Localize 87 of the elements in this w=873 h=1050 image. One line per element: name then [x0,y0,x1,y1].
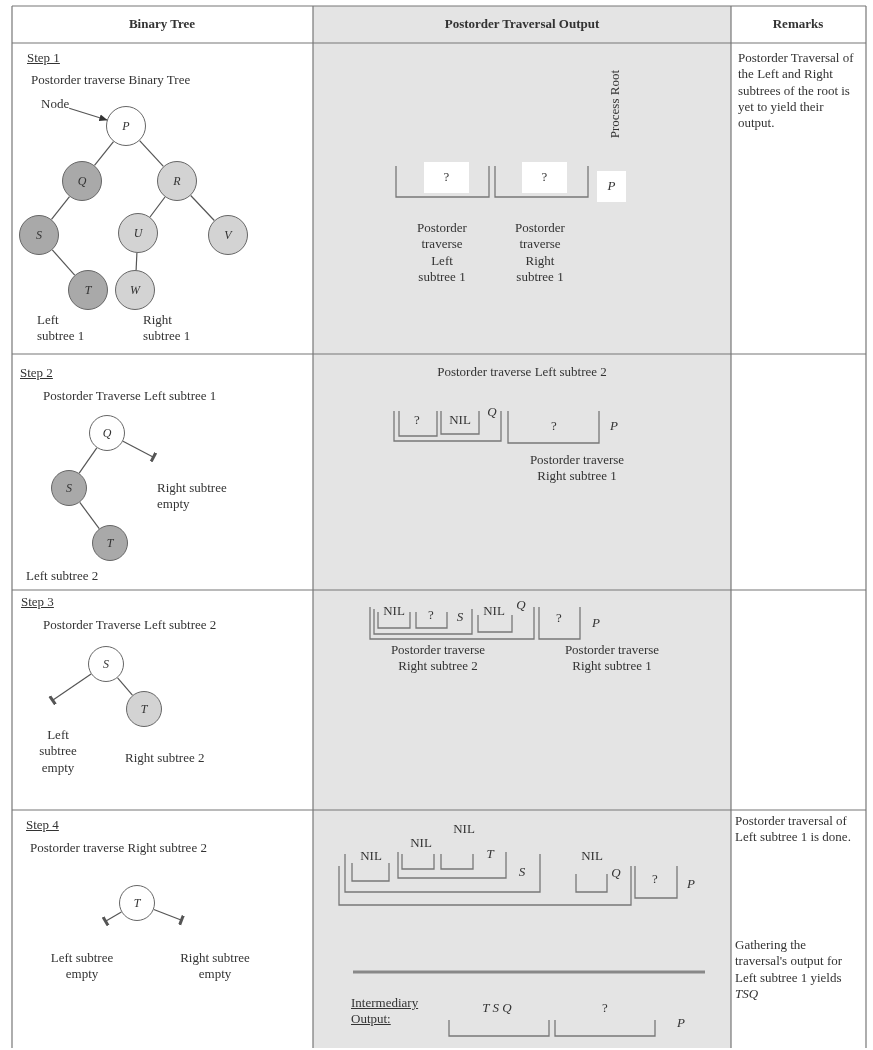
tree-node: R [157,161,197,201]
tree-node: T [92,525,128,561]
tree-node: T [119,885,155,921]
traversal-caption: Postorder traverse Right subtree 1 [563,642,661,675]
subtree-caption: Left subtree 1 [37,312,86,345]
tree-node: S [19,215,59,255]
tree-edge [149,196,166,218]
tree-edge [139,140,164,167]
tree-node: W [115,270,155,310]
column-header: Postorder Traversal Output [443,16,601,33]
traversal-caption: Postorder traverse Left subtree 2 [437,364,607,381]
node-letter: T [486,846,494,863]
tree-node: Q [89,415,125,451]
column-header: Remarks [771,16,825,33]
placeholder-mark: ? [556,610,562,627]
tree-edge [50,196,71,220]
tree-edge [51,249,76,276]
node-letter: P [610,418,618,435]
node-letter: P [597,171,626,202]
step-description: Postorder Traverse Left subtree 1 [43,388,217,405]
tree-edge [117,677,133,696]
tree-node: Q [62,161,102,201]
tree-edge [79,501,100,530]
placeholder-mark: ? [652,871,658,888]
node-letter: P [677,1015,685,1032]
remark-text: Postorder traversal of Left subtree 1 is done. [735,813,852,846]
subtree-caption: Right subtree empty [157,480,228,513]
nil-marker: NIL [383,603,405,620]
pointer-label: Node [41,96,70,112]
step-description: Postorder traverse Binary Tree [31,72,191,89]
subtree-caption: Right subtree 1 [143,312,192,345]
nil-marker: NIL [483,603,505,620]
rotated-caption: Process Root [606,69,623,141]
placeholder-mark: ? [428,607,434,624]
traversal-caption: Postorder traverse Right subtree 2 [389,642,487,675]
subtree-caption: Left subtree empty [38,727,78,776]
nil-marker: NIL [581,848,603,865]
step-description: Postorder Traverse Left subtree 2 [43,617,217,634]
traversal-caption: Postorder traverse Right subtree 1 [528,452,626,485]
empty-subtree-link [153,908,185,926]
tree-node: T [126,691,162,727]
tree-edge [78,447,98,474]
node-letter: S [518,864,526,881]
column-header: Binary Tree [127,16,197,33]
remark-text: Postorder Traversal of the Left and Right subtrees of the root is yet to yield their output. [738,50,855,132]
node-letter: P [592,615,600,632]
node-letter: Q [487,404,497,421]
subtree-caption: Right subtree 2 [125,750,205,767]
nil-marker: NIL [453,821,475,838]
step-heading: Step 1 [27,50,60,67]
node-letter: S [456,609,464,626]
step-heading: Step 4 [26,817,59,834]
traversal-caption: Postorder traverse Right subtree 1 [514,220,566,285]
placeholder-mark: ? [602,1000,608,1017]
subtree-caption: Left subtree 2 [26,568,99,585]
tree-node: U [118,213,158,253]
tree-node: S [88,646,124,682]
tree-node: P [106,106,146,146]
placeholder-mark: ? [424,162,469,193]
subtree-caption: Left subtree empty [49,950,115,983]
tree-edge [190,194,215,222]
tree-edge [135,252,138,271]
placeholder-mark: ? [414,412,420,429]
tree-node: V [208,215,248,255]
subtree-caption: Right subtree empty [179,950,251,983]
placeholder-mark: ? [551,418,557,435]
traversal-caption: Postorder traverse Left subtree 1 [416,220,468,285]
nil-marker: NIL [410,835,432,852]
node-letter: Q [516,597,526,614]
node-letter: Q [611,865,621,882]
placeholder-mark: ? [522,162,567,193]
output-caption: Intermediary Output: [351,995,420,1028]
empty-subtree-link [122,440,158,463]
output-sequence: T S Q [482,1000,512,1017]
step-heading: Step 2 [20,365,53,382]
empty-subtree-link [101,911,122,927]
leader-arrow [68,107,108,121]
nil-marker: NIL [449,412,471,429]
tree-node: T [68,270,108,310]
remark-text: Gathering the traversal's output for Left subtree 1 yields TSQ [735,937,844,1002]
node-letter: P [687,876,695,893]
nil-marker: NIL [360,848,382,865]
tree-node: S [51,470,87,506]
step-heading: Step 3 [21,594,54,611]
step-description: Postorder traverse Right subtree 2 [30,840,208,857]
empty-subtree-link [48,673,92,706]
tree-edge [93,141,115,166]
